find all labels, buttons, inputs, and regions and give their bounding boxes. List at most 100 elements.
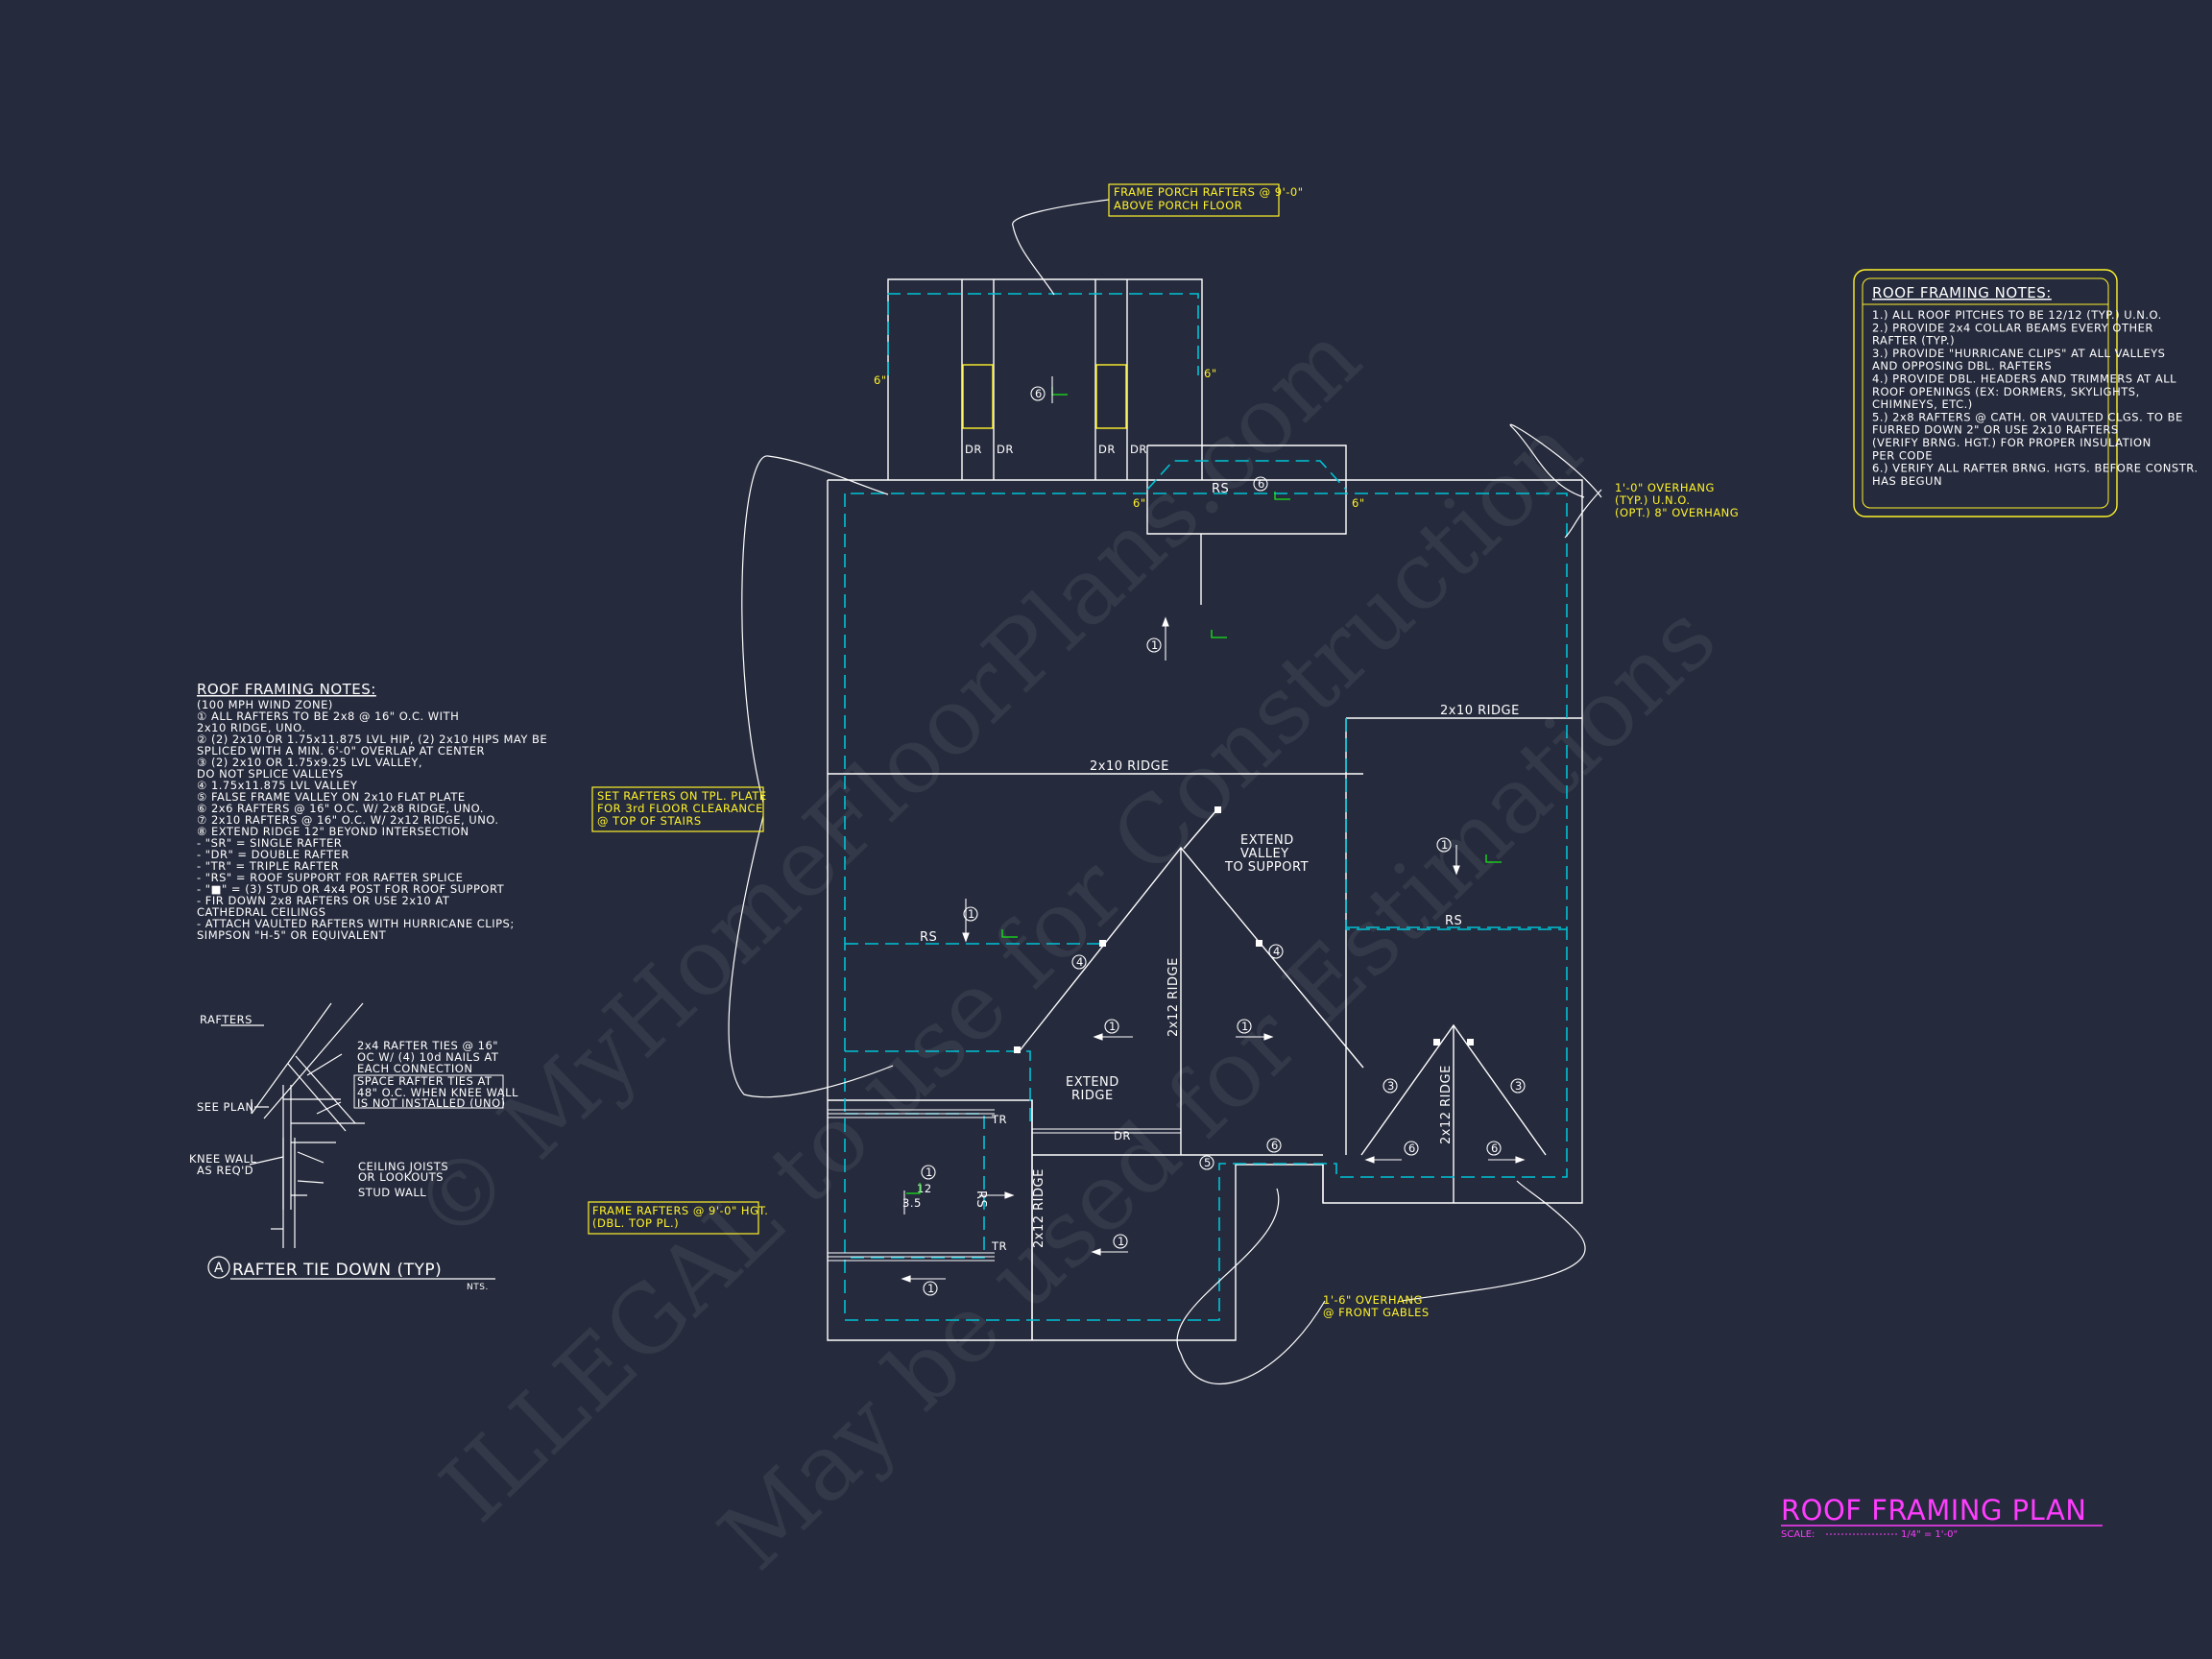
svg-text:5: 5 bbox=[1204, 1156, 1212, 1169]
svg-text:6: 6 bbox=[1271, 1139, 1279, 1152]
callout-porch: FRAME PORCH RAFTERS @ 9'-0" ABOVE PORCH … bbox=[1108, 183, 1303, 217]
note-line: 4.) PROVIDE DBL. HEADERS AND TRIMMERS AT… bbox=[1872, 373, 2176, 386]
note-line: 6.) VERIFY ALL RAFTER BRNG. HGTS. BEFORE… bbox=[1872, 462, 2198, 475]
tpl-leader bbox=[741, 455, 889, 804]
note-line: - ATTACH VAULTED RAFTERS WITH HURRICANE … bbox=[197, 917, 515, 930]
detail-title: RAFTER TIE DOWN (TYP) bbox=[232, 1261, 442, 1280]
plan-labels: 2x10 RIDGE 2x10 RIDGE 2x12 RIDGE 2x12 RI… bbox=[874, 367, 1520, 1253]
front-gable-box bbox=[1146, 445, 1347, 535]
callout-frame: FRAME RAFTERS @ 9'-0" HGT. (DBL. TOP PL.… bbox=[588, 1201, 768, 1235]
porch-beam-left bbox=[962, 364, 994, 429]
note-line: 1.) ALL ROOF PITCHES TO BE 12/12 (TYP.) … bbox=[1872, 308, 2162, 322]
note-line: - "DR" = DOUBLE RAFTER bbox=[197, 848, 349, 861]
title-block: ROOF FRAMING PLAN SCALE: 1/4" = 1'-0" bbox=[1781, 1494, 2103, 1540]
extend-ridge-label: EXTEND bbox=[1066, 1075, 1119, 1090]
detail-space-label: IS NOT INSTALLED (UNO) bbox=[357, 1096, 506, 1110]
note-line: (VERIFY BRNG. HGT.) FOR PROPER INSULATIO… bbox=[1872, 436, 2152, 449]
porch-leader bbox=[1012, 199, 1110, 296]
rs-label: RS bbox=[920, 930, 937, 945]
post-marker bbox=[1014, 1046, 1021, 1053]
detail-ceiling-label: OR LOOKOUTS bbox=[358, 1170, 444, 1184]
wall-lines bbox=[844, 293, 1568, 1321]
callout-overhang-line-3: (OPT.) 8" OVERHANG bbox=[1615, 506, 1739, 519]
dr-label: DR bbox=[1114, 1129, 1131, 1142]
detail-stud-wall-label: STUD WALL bbox=[358, 1186, 426, 1199]
note-line: - "RS" = ROOF SUPPORT FOR RAFTER SPLICE bbox=[197, 871, 463, 884]
note-line: - FIR DOWN 2x8 RAFTERS OR USE 2x10 AT bbox=[197, 894, 450, 907]
porch-beam-right bbox=[1095, 364, 1127, 429]
plan-scale-value: 1/4" = 1'-0" bbox=[1901, 1529, 1958, 1540]
detail-see-plan-label: SEE PLAN bbox=[197, 1100, 254, 1114]
pitch-label: 3.5 bbox=[902, 1196, 922, 1210]
tr-label: TR bbox=[991, 1113, 1007, 1126]
callout-frame-line-2: (DBL. TOP PL.) bbox=[592, 1216, 679, 1230]
overhang-leader-2 bbox=[1564, 489, 1602, 539]
ridge-label-right: 2x10 RIDGE bbox=[1440, 704, 1520, 718]
pitch-label: 12 bbox=[917, 1182, 932, 1195]
ridge-label-center: 2x12 RIDGE bbox=[1166, 957, 1181, 1037]
note-line: - "■" = (3) STUD OR 4x4 POST FOR ROOF SU… bbox=[197, 882, 505, 896]
note-line: AND OPPOSING DBL. RAFTERS bbox=[1872, 359, 2052, 373]
detail-nts: NTS. bbox=[467, 1283, 489, 1292]
porch-beams bbox=[962, 364, 1127, 429]
rafter-tie-detail-labels: RAFTERS SEE PLAN KNEE WALL AS REQ'D 2x4 … bbox=[189, 1013, 518, 1292]
svg-text:1: 1 bbox=[926, 1166, 933, 1179]
callout-gable-line-2: @ FRONT GABLES bbox=[1323, 1306, 1430, 1319]
overhang-mark: 6" bbox=[874, 373, 887, 387]
note-line: CHIMNEYS, ETC.) bbox=[1872, 397, 1973, 411]
note-line: ⑤ FALSE FRAME VALLEY ON 2x10 FLAT PLATE bbox=[197, 790, 466, 804]
front-gable-wall-dashed bbox=[1146, 460, 1347, 491]
plan-scale-label: SCALE: bbox=[1781, 1529, 1815, 1540]
main-wall-dashed bbox=[844, 493, 1568, 1321]
tag-circles bbox=[921, 386, 1526, 1296]
porch-wall-dashed bbox=[887, 293, 1199, 375]
svg-text:3: 3 bbox=[1515, 1079, 1523, 1093]
post-marker bbox=[1214, 806, 1221, 813]
extend-ridge-label: RIDGE bbox=[1071, 1089, 1114, 1103]
extend-valley-label: TO SUPPORT bbox=[1224, 860, 1309, 875]
note-line: ⑦ 2x10 RAFTERS @ 16" O.C. W/ 2x12 RIDGE,… bbox=[197, 813, 499, 827]
ridge-label-gable: 2x12 RIDGE bbox=[1439, 1065, 1454, 1144]
extend-valley-label: EXTEND bbox=[1240, 833, 1294, 848]
detail-ceiling-label: CEILING JOISTS bbox=[358, 1160, 448, 1173]
right-wing-wall-dashed bbox=[1345, 718, 1567, 930]
callout-tpl: SET RAFTERS ON TPL. PLATE FOR 3rd FLOOR … bbox=[591, 786, 767, 832]
note-line: - "SR" = SINGLE RAFTER bbox=[197, 836, 342, 850]
dr-label: DR bbox=[997, 443, 1014, 456]
post-markers bbox=[1014, 806, 1474, 1053]
callout-overhang: 1'-0" OVERHANG (TYP.) U.N.O. (OPT.) 8" O… bbox=[1615, 481, 1739, 519]
svg-text:6: 6 bbox=[1408, 1142, 1416, 1155]
callout-tpl-line-1: SET RAFTERS ON TPL. PLATE bbox=[597, 789, 767, 803]
svg-text:6: 6 bbox=[1035, 387, 1043, 400]
notes-right-panel: ROOF FRAMING NOTES: 1.) ALL ROOF PITCHES… bbox=[1853, 269, 2198, 517]
notes-right-list: 1.) ALL ROOF PITCHES TO BE 12/12 (TYP.) … bbox=[1872, 308, 2198, 488]
dr-label: DR bbox=[1098, 443, 1116, 456]
extend-valley-label: VALLEY bbox=[1240, 847, 1289, 861]
direction-arrows bbox=[901, 376, 1526, 1283]
callout-tpl-line-3: @ TOP OF STAIRS bbox=[597, 814, 702, 828]
rs-label: RS bbox=[974, 1190, 988, 1208]
note-line: ROOF OPENINGS (EX: DORMERS, SKYLIGHTS, bbox=[1872, 385, 2140, 398]
tr-rafters bbox=[828, 1109, 1181, 1262]
callout-porch-line-2: ABOVE PORCH FLOOR bbox=[1114, 199, 1242, 212]
svg-text:1: 1 bbox=[1241, 1020, 1249, 1033]
note-line: ⑧ EXTEND RIDGE 12" BEYOND INTERSECTION bbox=[197, 825, 469, 838]
detail-knee-wall-label: KNEE WALL bbox=[189, 1152, 256, 1166]
detail-ties-label: OC W/ (4) 10d NAILS AT bbox=[357, 1050, 499, 1064]
note-line: 2x10 RIDGE, UNO. bbox=[197, 721, 305, 734]
porch-outline bbox=[887, 278, 1203, 480]
svg-text:1: 1 bbox=[927, 1282, 935, 1295]
note-line: DO NOT SPLICE VALLEYS bbox=[197, 767, 344, 781]
note-line: HAS BEGUN bbox=[1872, 474, 1942, 488]
svg-text:4: 4 bbox=[1076, 955, 1084, 969]
note-line: ① ALL RAFTERS TO BE 2x8 @ 16" O.C. WITH bbox=[197, 709, 459, 723]
detail-rafters-label: RAFTERS bbox=[200, 1013, 252, 1026]
dr-label: DR bbox=[965, 443, 982, 456]
rs-label: RS bbox=[1445, 914, 1462, 928]
tpl-leader-lower bbox=[728, 815, 894, 1098]
notes-left-heading: ROOF FRAMING NOTES: bbox=[197, 681, 376, 698]
leaders bbox=[728, 199, 1602, 1384]
note-line: ② (2) 2x10 OR 1.75x11.875 LVL HIP, (2) 2… bbox=[197, 733, 547, 746]
callout-frame-line-1: FRAME RAFTERS @ 9'-0" HGT. bbox=[592, 1204, 768, 1217]
tr-label: TR bbox=[991, 1239, 1007, 1253]
